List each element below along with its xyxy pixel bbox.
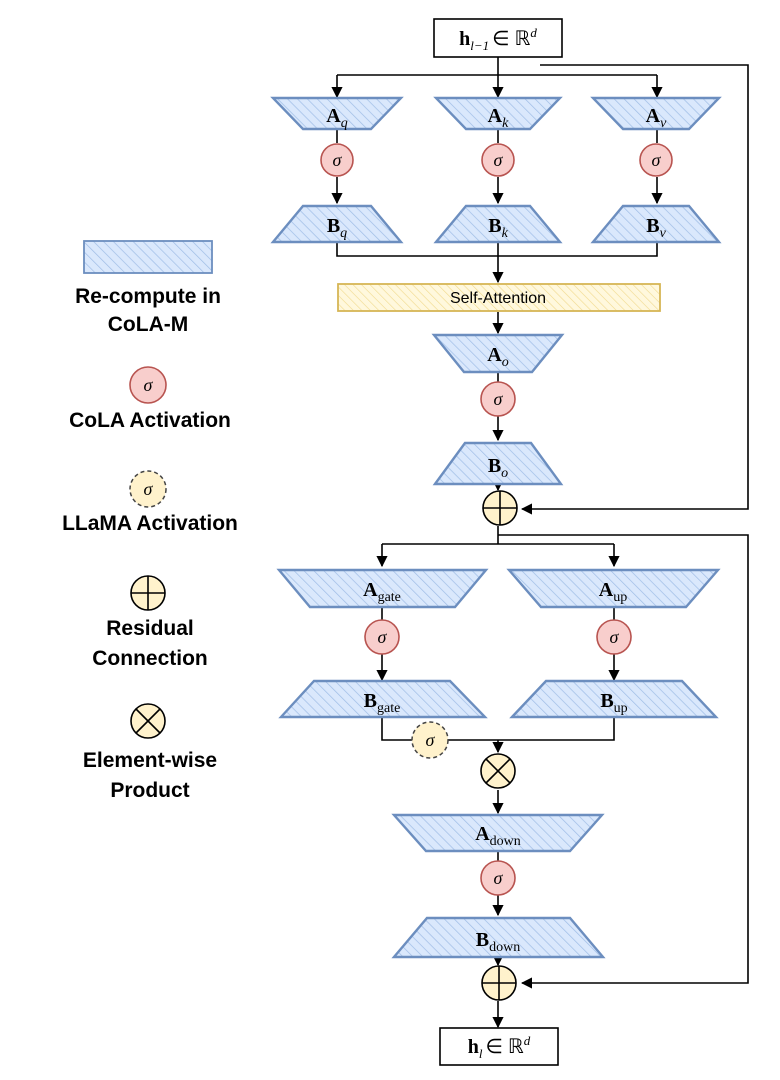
svg-text:Aup: Aup xyxy=(599,579,627,605)
b-v-block: Bv xyxy=(590,204,722,244)
svg-text:Ak: Ak xyxy=(488,105,509,131)
elementwise-product xyxy=(480,753,516,789)
legend: Re-compute in CoLA-M σ CoLA Activation σ… xyxy=(62,240,238,802)
svg-text:σ: σ xyxy=(494,868,504,888)
llama-activation-gate: σ xyxy=(411,721,449,759)
svg-text:σ: σ xyxy=(378,627,388,647)
legend-llama-activation: σ LLaMA Activation xyxy=(62,470,238,535)
output-rel: ∈ ℝ xyxy=(485,1036,523,1058)
svg-text:Bgate: Bgate xyxy=(364,690,401,716)
svg-text:Ao: Ao xyxy=(487,344,508,370)
legend-residual: Residual Connection xyxy=(92,575,208,670)
svg-text:σ: σ xyxy=(144,479,154,499)
svg-text:Agate: Agate xyxy=(363,579,401,605)
b-gate-block: Bgate xyxy=(278,679,488,719)
legend-elementwise-line2: Product xyxy=(110,779,189,802)
self-attention-block: Self-Attention xyxy=(337,283,661,312)
cola-activation-o: σ xyxy=(480,381,516,417)
a-up-block: Aup xyxy=(506,568,721,609)
svg-text:σ: σ xyxy=(494,389,504,409)
legend-elementwise: Element-wise Product xyxy=(83,703,217,802)
cola-activation-q: σ xyxy=(320,143,354,177)
svg-text:Bq: Bq xyxy=(327,215,347,241)
legend-cola-activation: σ CoLA Activation xyxy=(69,366,231,432)
svg-text:σ: σ xyxy=(426,730,436,750)
b-k-block: Bk xyxy=(433,204,563,244)
svg-text:Bup: Bup xyxy=(600,690,627,716)
a-down-block: Adown xyxy=(391,813,605,853)
legend-recompute: Re-compute in CoLA-M xyxy=(75,240,221,336)
b-up-block: Bup xyxy=(509,679,719,719)
svg-text:hl−1∈ ℝd: hl−1∈ ℝd xyxy=(459,25,537,53)
a-gate-block: Agate xyxy=(276,568,489,609)
a-k-block: Ak xyxy=(433,96,563,131)
svg-text:Aq: Aq xyxy=(326,105,347,131)
residual-add-2 xyxy=(481,965,517,1001)
svg-text:Adown: Adown xyxy=(475,823,521,849)
svg-text:σ: σ xyxy=(610,627,620,647)
svg-text:σ: σ xyxy=(494,150,504,170)
cola-activation-down: σ xyxy=(480,860,516,896)
output-vec: h xyxy=(468,1036,479,1058)
svg-text:σ: σ xyxy=(144,375,154,395)
legend-elementwise-line1: Element-wise xyxy=(83,749,217,772)
legend-residual-line1: Residual xyxy=(106,617,194,640)
svg-text:Bo: Bo xyxy=(488,455,508,481)
cola-activation-gate: σ xyxy=(364,619,400,655)
b-down-block: Bdown xyxy=(391,916,606,959)
legend-cola-label: CoLA Activation xyxy=(69,409,231,432)
legend-recompute-line2: CoLA-M xyxy=(108,313,188,336)
a-v-block: Av xyxy=(590,96,722,131)
svg-text:Av: Av xyxy=(646,105,667,131)
output-node: hl∈ ℝd xyxy=(439,1027,559,1066)
a-o-block: Ao xyxy=(431,333,565,374)
input-sub: l−1 xyxy=(470,38,489,53)
svg-text:Bdown: Bdown xyxy=(476,929,520,955)
svg-text:Self-Attention: Self-Attention xyxy=(450,290,546,307)
svg-text:Bk: Bk xyxy=(488,215,508,241)
legend-llama-label: LLaMA Activation xyxy=(62,512,238,535)
legend-recompute-line1: Re-compute in xyxy=(75,285,221,308)
connectors xyxy=(331,57,749,1029)
svg-text:Bv: Bv xyxy=(646,215,666,241)
input-vec: h xyxy=(459,28,470,50)
input-node: hl−1∈ ℝd xyxy=(433,18,563,58)
input-rel: ∈ ℝ xyxy=(492,28,530,50)
output-sup: d xyxy=(524,1033,531,1048)
a-q-block: Aq xyxy=(270,96,404,131)
svg-text:σ: σ xyxy=(333,150,343,170)
b-q-block: Bq xyxy=(270,204,404,244)
svg-text:hl∈ ℝd: hl∈ ℝd xyxy=(468,1033,531,1061)
cola-activation-k: σ xyxy=(481,143,515,177)
input-sup: d xyxy=(530,25,537,40)
legend-residual-line2: Connection xyxy=(92,647,208,670)
residual-add-1 xyxy=(482,490,518,526)
output-sub: l xyxy=(479,1046,483,1061)
cola-activation-v: σ xyxy=(639,143,673,177)
b-o-block: Bo xyxy=(432,441,564,486)
cola-activation-up: σ xyxy=(596,619,632,655)
svg-text:σ: σ xyxy=(652,150,662,170)
